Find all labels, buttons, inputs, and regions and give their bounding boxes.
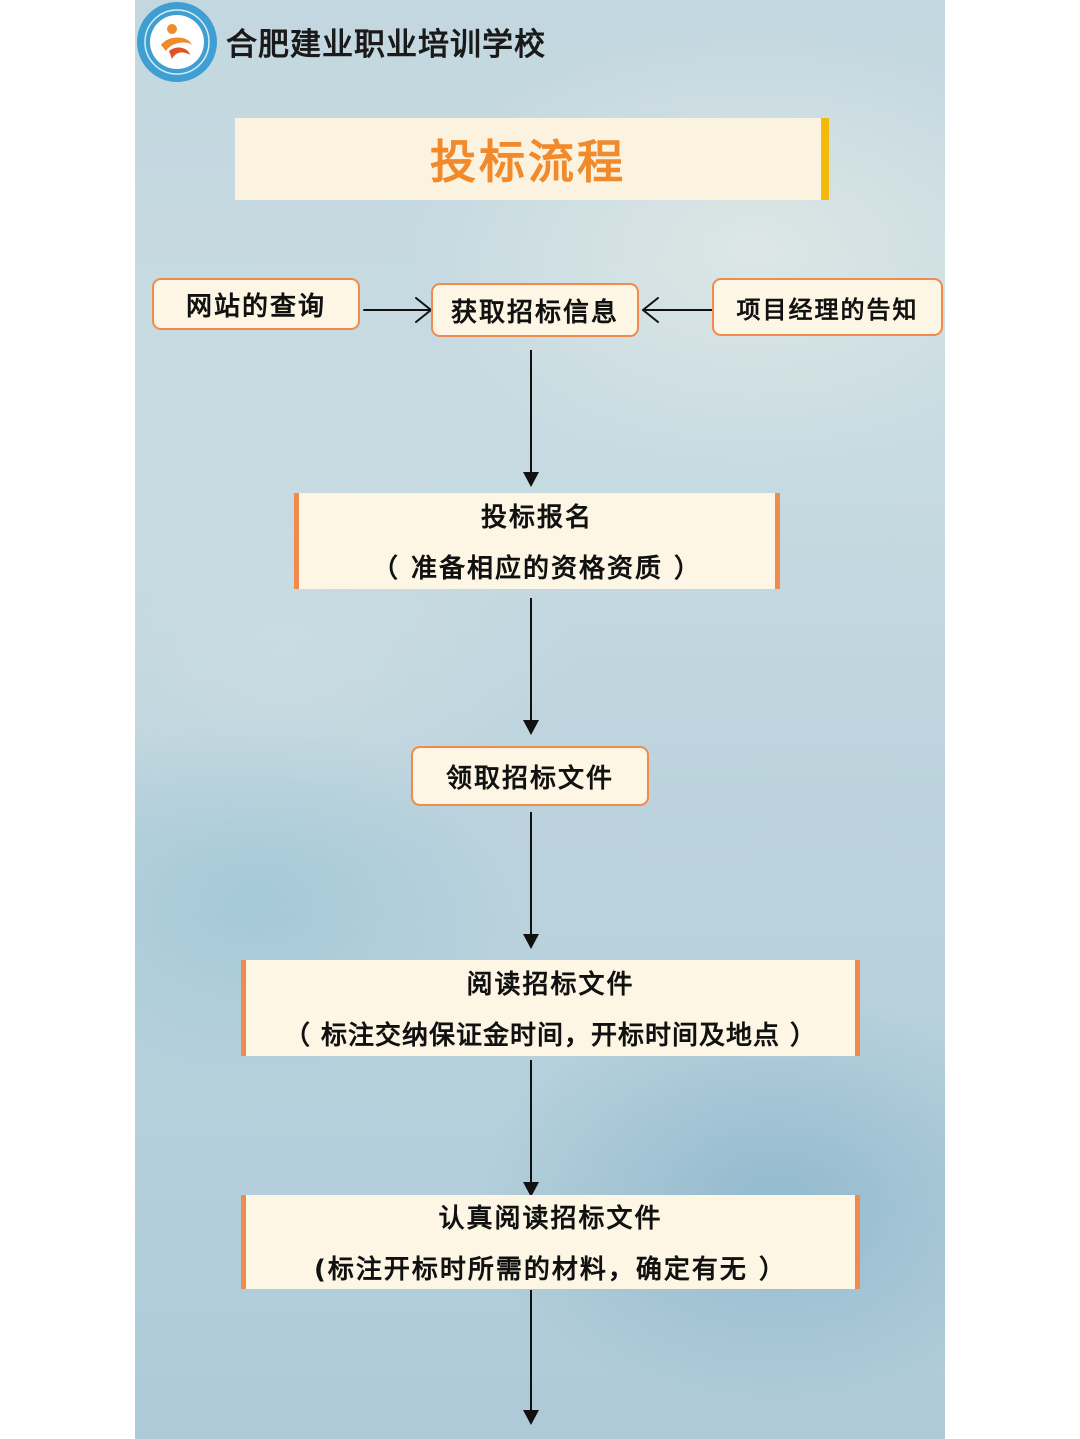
step-read-docs-title: 阅读招标文件: [466, 970, 635, 1000]
step-register: 投标报名 （ 准备相应的资格资质 ）: [294, 493, 780, 589]
step-read-docs: 阅读招标文件 （ 标注交纳保证金时间，开标时间及地点 ）: [241, 960, 860, 1056]
school-logo-icon: [137, 2, 217, 82]
source-website-label: 网站的查询: [185, 291, 326, 322]
step-get-info-label: 获取招标信息: [450, 297, 619, 328]
step-careful-read-note: (标注开标时所需的材料，确定有无 ）: [314, 1255, 787, 1285]
page-title: 投标流程: [430, 135, 626, 189]
arrow-head: [523, 1410, 539, 1425]
source-website: 网站的查询: [152, 278, 360, 330]
step-get-info: 获取招标信息: [431, 283, 639, 337]
source-manager-label: 项目经理的告知: [736, 295, 919, 324]
step-collect-docs-label: 领取招标文件: [445, 763, 614, 794]
step-careful-read-title: 认真阅读招标文件: [438, 1204, 663, 1234]
step-register-note: （ 准备相应的资格资质 ）: [371, 554, 703, 584]
school-name: 合肥建业职业培训学校: [226, 27, 546, 63]
arrow-head: [523, 472, 539, 487]
arrow-head: [523, 934, 539, 949]
arrow-head: [523, 720, 539, 735]
source-manager: 项目经理的告知: [712, 278, 943, 336]
arrow-left-icon: [642, 297, 713, 323]
step-careful-read: 认真阅读招标文件 (标注开标时所需的材料，确定有无 ）: [241, 1195, 860, 1289]
title-banner: 投标流程: [235, 118, 829, 200]
poster: 合肥建业职业培训学校 投标流程: [135, 0, 945, 1439]
step-read-docs-note: （ 标注交纳保证金时间，开标时间及地点 ）: [283, 1021, 818, 1051]
step-register-title: 投标报名: [480, 503, 593, 533]
arrow-right-icon: [363, 297, 432, 323]
step-collect-docs: 领取招标文件: [411, 746, 649, 806]
